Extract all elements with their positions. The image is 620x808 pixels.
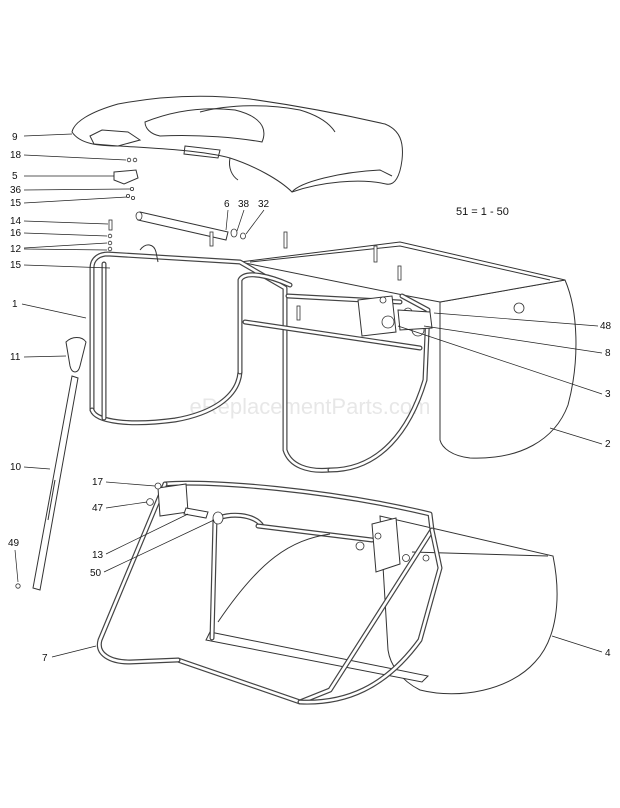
- leader-12-a: [23, 242, 108, 249]
- callout-18: 18: [10, 150, 22, 161]
- front-bag-frame: [96, 480, 558, 705]
- leader-7: [51, 645, 97, 658]
- leader-8: [423, 325, 603, 354]
- grass-bag-cover: [71, 95, 403, 193]
- leader-18: [23, 154, 127, 161]
- callout-36: 36: [10, 185, 22, 196]
- leader-11: [23, 355, 67, 358]
- leader-1: [21, 303, 87, 319]
- leader-4: [551, 635, 603, 653]
- callout-8: 8: [605, 348, 611, 359]
- leader-2: [549, 427, 603, 445]
- callout-1: 1: [12, 299, 18, 310]
- leader-32: [245, 209, 265, 235]
- callout-4: 4: [605, 648, 611, 659]
- leader-13: [105, 513, 189, 555]
- leader-49: [14, 549, 19, 583]
- leader-47: [105, 501, 148, 509]
- callout-15-upper: 15: [10, 198, 22, 209]
- leader-15-upper: [23, 196, 128, 204]
- callout-15-lower: 15: [10, 260, 22, 271]
- callout-49: 49: [8, 538, 20, 549]
- callout-14: 14: [10, 216, 22, 227]
- cross-rod: [135, 211, 246, 241]
- leader-16: [23, 232, 108, 237]
- rear-bag-frame: [89, 231, 577, 473]
- leader-50: [103, 519, 215, 573]
- handle-assembly: [15, 337, 87, 591]
- leader-10: [23, 466, 51, 470]
- callout-50: 50: [90, 568, 102, 579]
- callout-3: 3: [605, 389, 611, 400]
- leader-15-lower: [23, 264, 111, 269]
- callout-13: 13: [92, 550, 104, 561]
- leader-36: [23, 188, 131, 191]
- part-range-note: 51 = 1 - 50: [456, 206, 509, 218]
- leader-3: [397, 325, 603, 395]
- callout-48: 48: [600, 321, 612, 332]
- callout-2: 2: [605, 439, 611, 450]
- callout-10: 10: [10, 462, 22, 473]
- leader-38: [236, 209, 245, 232]
- leader-12-b: [23, 248, 108, 251]
- callout-6: 6: [224, 199, 230, 210]
- leader-17: [105, 481, 156, 487]
- callout-16: 16: [10, 228, 22, 239]
- leader-6: [225, 209, 229, 231]
- callout-11: 11: [10, 352, 21, 363]
- leader-48: [433, 312, 599, 327]
- callouts: 9 18 5 36 15 14 16 12 15 6 38 32 1 11 10…: [8, 132, 612, 664]
- callout-17: 17: [92, 477, 104, 488]
- callout-7: 7: [42, 653, 48, 664]
- leader-14: [23, 220, 109, 225]
- callout-12: 12: [10, 244, 22, 255]
- callout-38: 38: [238, 199, 250, 210]
- callout-47: 47: [92, 503, 104, 514]
- leader-9: [23, 133, 73, 137]
- callout-9: 9: [12, 132, 18, 143]
- callout-5: 5: [12, 171, 18, 182]
- hardware-stack-left: [107, 157, 139, 252]
- callout-32: 32: [258, 199, 270, 210]
